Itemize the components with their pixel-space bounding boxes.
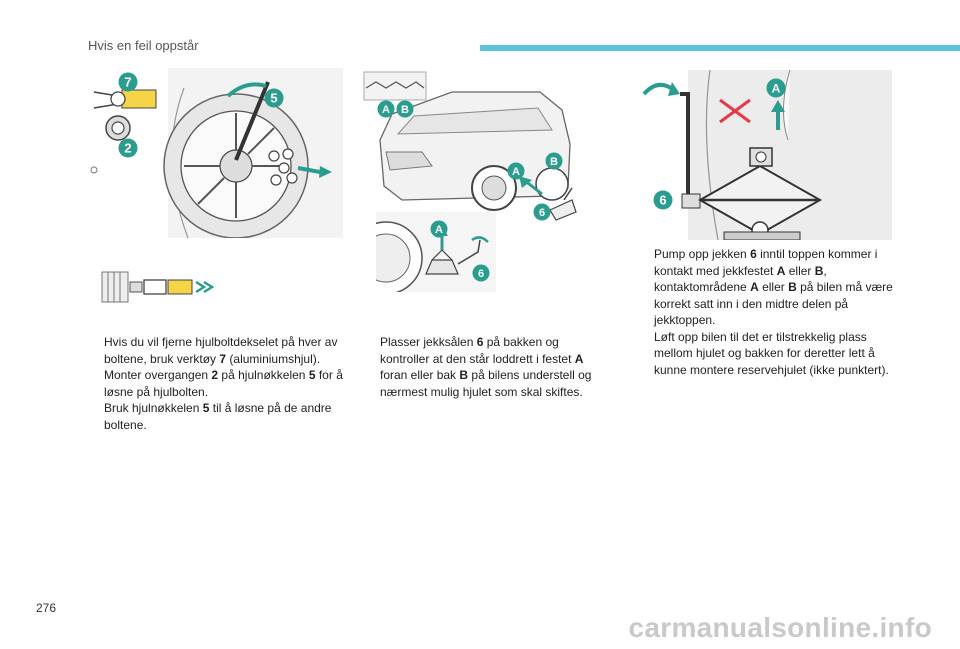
callout-badge-2: 2 [118,138,138,158]
socket-adapter-illustration [100,270,220,304]
instructions-column-2: Plasser jekksålen 6 på bakken og kontrol… [366,334,606,400]
svg-text:A: A [382,104,390,116]
scissor-jack-closeup-illustration [640,70,892,240]
svg-text:7: 7 [124,75,131,90]
list-item: Løft opp bilen til det er tilstrekkelig … [654,329,889,377]
watermark: carmanualsonline.info [628,612,932,643]
svg-text:A: A [512,166,520,178]
callout-badge-6-car: 6 [533,203,551,221]
callout-badge-b-car: B [545,152,563,170]
list-item: Hvis du vil fjerne hjulboltdekselet på h… [104,335,338,366]
callout-badge-a-car: A [507,162,525,180]
callout-badge-6-closeup: 6 [653,190,673,210]
svg-text:5: 5 [270,91,277,106]
svg-text:A: A [772,82,781,96]
callout-badge-a-top: A [377,100,395,118]
callout-badge-a-jack: A [430,220,448,238]
instructions-column-1: Hvis du vil fjerne hjulboltdekselet på h… [90,334,352,433]
list-item: Pump opp jekken 6 inntil toppen kommer i… [654,247,893,327]
callout-badge-a-closeup: A [766,78,786,98]
callout-badge-6-jack: 6 [472,264,490,282]
page-header-title: Hvis en feil oppstår [88,38,199,53]
svg-text:6: 6 [539,207,545,219]
svg-text:6: 6 [659,193,666,208]
callout-badge-b-top: B [396,100,414,118]
instructions-column-3: Pump opp jekken 6 inntil toppen kommer i… [640,246,902,378]
svg-text:A: A [435,224,443,236]
svg-text:B: B [401,104,409,116]
svg-text:2: 2 [124,141,131,156]
list-item: Monter overgangen 2 på hjulnøkkelen 5 fo… [104,368,343,399]
svg-text:6: 6 [478,268,484,280]
callout-badge-7: 7 [118,72,138,92]
header-accent-bar [480,45,960,51]
page-number: 276 [36,601,57,615]
callout-badge-5: 5 [264,88,284,108]
list-item: Plasser jekksålen 6 på bakken og kontrol… [380,335,592,399]
svg-text:B: B [550,156,558,168]
list-item: Bruk hjulnøkkelen 5 til å løsne på de an… [104,401,332,432]
wheel-wrench-illustration [88,68,343,238]
